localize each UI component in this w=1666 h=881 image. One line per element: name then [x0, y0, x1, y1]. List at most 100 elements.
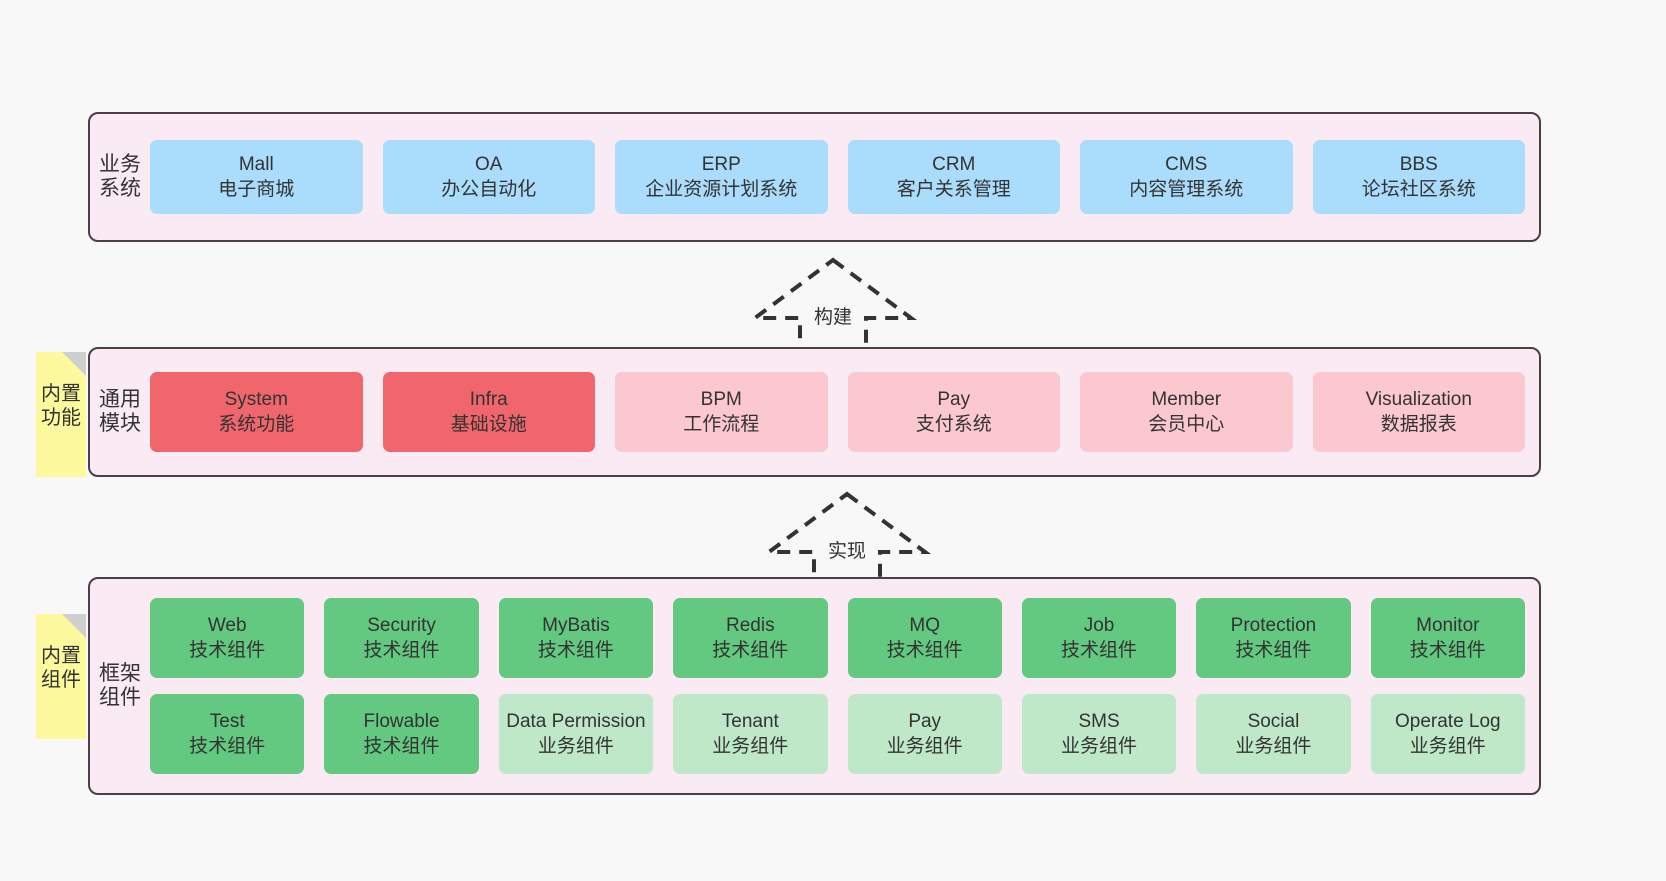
- card-visualization[interactable]: Visualization 数据报表: [1312, 372, 1525, 452]
- layer-modules-body: System 系统功能 Infra 基础设施 BPM 工作流程 Pay 支付系统…: [144, 349, 1539, 475]
- card-member-name: Member: [1151, 388, 1222, 410]
- card-tenant-desc: 业务组件: [712, 736, 789, 757]
- card-member-desc: 会员中心: [1148, 414, 1225, 435]
- card-web[interactable]: Web 技术组件: [150, 598, 305, 678]
- business-card-row: Mall 电子商城 OA 办公自动化 ERP 企业资源计划系统 CRM 客户关系…: [150, 140, 1525, 214]
- card-visualization-desc: 数据报表: [1380, 414, 1457, 435]
- card-erp-name: ERP: [701, 153, 741, 175]
- card-security-desc: 技术组件: [363, 640, 440, 661]
- card-member[interactable]: Member 会员中心: [1080, 372, 1293, 452]
- card-job[interactable]: Job 技术组件: [1021, 598, 1177, 678]
- card-social-desc: 业务组件: [1235, 736, 1312, 757]
- card-protection-name: Protection: [1230, 614, 1317, 636]
- card-flowable-name: Flowable: [363, 710, 440, 732]
- card-flowable[interactable]: Flowable 技术组件: [324, 694, 479, 774]
- card-monitor-desc: 技术组件: [1409, 640, 1486, 661]
- layer-business-systems: 业务系统 Mall 电子商城 OA 办公自动化 ERP 企业资源计划系统 CRM…: [88, 112, 1541, 242]
- card-crm[interactable]: CRM 客户关系管理: [847, 140, 1060, 214]
- card-crm-desc: 客户关系管理: [896, 179, 1011, 200]
- card-cms[interactable]: CMS 内容管理系统: [1080, 140, 1293, 214]
- layer-business-body: Mall 电子商城 OA 办公自动化 ERP 企业资源计划系统 CRM 客户关系…: [144, 114, 1539, 240]
- card-mq-name: MQ: [909, 614, 940, 636]
- card-erp[interactable]: ERP 企业资源计划系统: [615, 140, 828, 214]
- card-oa-desc: 办公自动化: [441, 179, 537, 200]
- card-visualization-name: Visualization: [1365, 388, 1472, 410]
- card-bpm[interactable]: BPM 工作流程: [615, 372, 828, 452]
- framework-tech-row: Web 技术组件 Security 技术组件 MyBatis 技术组件 Redi…: [150, 598, 1525, 678]
- card-pay-component-desc: 业务组件: [886, 736, 963, 757]
- card-system-name: System: [224, 388, 288, 410]
- sticky-note-builtin-functions-label: 内置功能: [41, 383, 81, 429]
- card-social[interactable]: Social 业务组件: [1196, 694, 1351, 774]
- card-social-name: Social: [1247, 710, 1300, 732]
- card-redis-name: Redis: [726, 614, 775, 636]
- card-operate-log[interactable]: Operate Log 业务组件: [1370, 694, 1525, 774]
- card-mall[interactable]: Mall 电子商城: [150, 140, 363, 214]
- card-job-name: Job: [1083, 614, 1115, 636]
- card-redis[interactable]: Redis 技术组件: [673, 598, 828, 678]
- card-mq-desc: 技术组件: [886, 640, 963, 661]
- card-security-name: Security: [367, 614, 436, 636]
- card-sms-name: SMS: [1078, 710, 1120, 732]
- layer-business-title: 业务系统: [99, 152, 141, 200]
- card-oa-name: OA: [475, 153, 503, 175]
- card-mq[interactable]: MQ 技术组件: [847, 598, 1002, 678]
- card-test[interactable]: Test 技术组件: [150, 694, 305, 774]
- sticky-note-builtin-components-label: 内置组件: [41, 645, 81, 691]
- framework-business-row: Test 技术组件 Flowable 技术组件 Data Permission …: [150, 694, 1525, 774]
- card-protection[interactable]: Protection 技术组件: [1196, 598, 1351, 678]
- card-infra-desc: 基础设施: [450, 414, 527, 435]
- card-web-name: Web: [207, 614, 247, 636]
- card-mybatis[interactable]: MyBatis 技术组件: [498, 598, 654, 678]
- layer-modules-title: 通用模块: [99, 387, 141, 435]
- card-bpm-desc: 工作流程: [683, 414, 760, 435]
- sticky-note-builtin-functions: 内置功能: [36, 352, 86, 477]
- card-operate-log-name: Operate Log: [1394, 710, 1501, 732]
- sticky-fold-corner-icon: [62, 352, 86, 376]
- card-crm-name: CRM: [932, 153, 976, 175]
- card-data-permission-desc: 业务组件: [537, 736, 614, 757]
- card-protection-desc: 技术组件: [1235, 640, 1312, 661]
- card-data-permission[interactable]: Data Permission 业务组件: [498, 694, 654, 774]
- card-bpm-name: BPM: [700, 388, 742, 410]
- card-erp-desc: 企业资源计划系统: [645, 179, 798, 200]
- card-monitor-name: Monitor: [1416, 614, 1480, 636]
- card-oa[interactable]: OA 办公自动化: [382, 140, 595, 214]
- card-sms[interactable]: SMS 业务组件: [1021, 694, 1177, 774]
- card-bbs[interactable]: BBS 论坛社区系统: [1312, 140, 1525, 214]
- sticky-fold-corner-icon: [62, 614, 86, 638]
- card-pay-module-name: Pay: [937, 388, 971, 410]
- card-security[interactable]: Security 技术组件: [324, 598, 479, 678]
- card-pay-component[interactable]: Pay 业务组件: [847, 694, 1002, 774]
- card-redis-desc: 技术组件: [712, 640, 789, 661]
- card-sms-desc: 业务组件: [1061, 736, 1138, 757]
- modules-card-row: System 系统功能 Infra 基础设施 BPM 工作流程 Pay 支付系统…: [150, 372, 1525, 452]
- layer-common-modules: 通用模块 System 系统功能 Infra 基础设施 BPM 工作流程 Pay…: [88, 347, 1541, 477]
- card-job-desc: 技术组件: [1061, 640, 1138, 661]
- card-infra-name: Infra: [469, 388, 508, 410]
- card-bbs-name: BBS: [1399, 153, 1438, 175]
- card-test-desc: 技术组件: [189, 736, 266, 757]
- layer-framework-body: Web 技术组件 Security 技术组件 MyBatis 技术组件 Redi…: [144, 579, 1539, 793]
- layer-framework-title: 框架组件: [99, 661, 141, 709]
- connector-build-arrow: 构建: [748, 256, 918, 358]
- card-tenant[interactable]: Tenant 业务组件: [673, 694, 828, 774]
- card-tenant-name: Tenant: [721, 710, 779, 732]
- card-flowable-desc: 技术组件: [363, 736, 440, 757]
- layer-framework-components: 框架组件 Web 技术组件 Security 技术组件 MyBatis 技术组件…: [88, 577, 1541, 795]
- card-pay-module[interactable]: Pay 支付系统: [847, 372, 1060, 452]
- card-bbs-desc: 论坛社区系统: [1361, 179, 1476, 200]
- card-mall-desc: 电子商城: [218, 179, 295, 200]
- sticky-note-builtin-components: 内置组件: [36, 614, 86, 739]
- card-monitor[interactable]: Monitor 技术组件: [1370, 598, 1525, 678]
- card-test-name: Test: [209, 710, 245, 732]
- card-cms-desc: 内容管理系统: [1129, 179, 1244, 200]
- card-mall-name: Mall: [238, 153, 274, 175]
- card-data-permission-name: Data Permission: [506, 710, 646, 732]
- card-infra[interactable]: Infra 基础设施: [382, 372, 595, 452]
- connector-implement-arrow: 实现: [762, 490, 932, 592]
- card-system[interactable]: System 系统功能: [150, 372, 363, 452]
- card-pay-module-desc: 支付系统: [915, 414, 992, 435]
- card-web-desc: 技术组件: [189, 640, 266, 661]
